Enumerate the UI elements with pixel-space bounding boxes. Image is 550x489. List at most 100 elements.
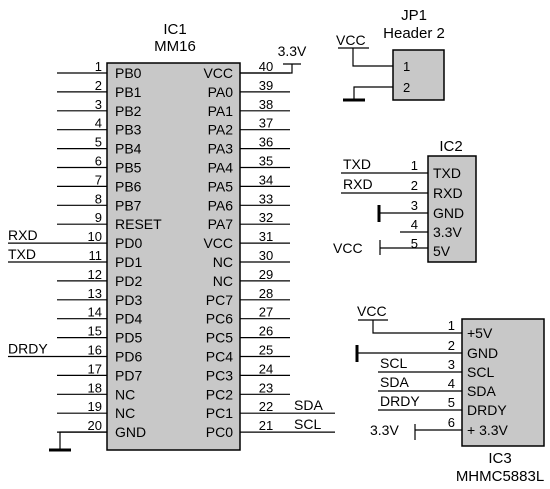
ic1-pin-4-name: PB3	[115, 122, 142, 138]
ic3-net-label-drdy: DRDY	[380, 393, 420, 409]
net-label-txd: TXD	[8, 246, 36, 262]
net-label-3v3-supply: 3.3V	[278, 43, 307, 59]
ic1-pin-11-number: 11	[89, 248, 103, 263]
ic1-pin-16-name: PD6	[115, 349, 142, 365]
ic1-pin-26-number: 26	[259, 324, 273, 339]
ic1-pin-8-number: 8	[95, 191, 102, 206]
ic2-net-label-vcc: VCC	[333, 240, 363, 256]
net-label-drdy: DRDY	[8, 341, 48, 357]
ic1-pin-31-name: VCC	[203, 235, 233, 251]
ic3-pin-5-number: 5	[448, 395, 455, 410]
ic2-pin-1-name: TXD	[433, 165, 461, 181]
ic1-pin-9-number: 9	[95, 210, 102, 225]
ic1-pin-37-number: 37	[259, 116, 273, 131]
ic1-pin-12-name: PD2	[115, 273, 142, 289]
ic1-pin-17-number: 17	[88, 361, 102, 376]
jp1-body	[392, 49, 445, 101]
ic2-body	[427, 155, 477, 263]
ic1-pin-26-name: PC5	[206, 330, 233, 346]
ic1-pin-38-number: 38	[259, 97, 273, 112]
ic1-pin-16-number: 16	[88, 343, 102, 358]
ic1-pin-28-name: PC7	[206, 292, 233, 308]
ic3-vcc-wire	[372, 320, 462, 334]
ic1-pin-5-name: PB4	[115, 141, 142, 157]
ic3-net-label-3v3: 3.3V	[370, 422, 399, 438]
ic1-pin-22-number: 22	[259, 399, 273, 414]
ic1-pin-18-number: 18	[88, 380, 102, 395]
ic1-pin-24-number: 24	[259, 361, 273, 376]
ic1-pin-33-number: 33	[259, 191, 273, 206]
ic1-pin-21-number: 21	[259, 418, 273, 433]
ic1-pin-15-name: PD5	[115, 330, 142, 346]
ic3-part: MHMC5883L	[456, 468, 544, 485]
ic1-pin-10-number: 10	[88, 229, 102, 244]
ic1-pin-25-name: PC4	[206, 349, 233, 365]
ic3-pin-2-name: GND	[467, 345, 498, 361]
ic3-pin-3-name: SCL	[467, 364, 494, 380]
ic1-vcc-supply-wire	[240, 64, 293, 74]
ic1-pin-28-number: 28	[259, 286, 273, 301]
ic1-pin-35-number: 35	[259, 154, 273, 169]
ic1-pin-32-name: PA7	[208, 216, 234, 232]
jp1-pin-2-number: 2	[403, 80, 410, 95]
ic2-ref: IC2	[439, 138, 462, 155]
ic1-pin-23-name: PC2	[206, 386, 233, 402]
ic1-pin-10-name: PD0	[115, 235, 142, 251]
ic1-pin-20-number: 20	[88, 418, 102, 433]
ic1-right-pins: 40VCC3.3V39PA038PA137PA236PA335PA434PA53…	[203, 43, 335, 440]
ic1-ref: IC1	[163, 21, 186, 38]
ic1-pin-14-number: 14	[88, 305, 102, 320]
ic1-pin-38-name: PA1	[208, 103, 234, 119]
ic1-pin-2-name: PB1	[115, 84, 142, 100]
ic1-pin-29-name: NC	[213, 273, 233, 289]
ic3-pin-6-number: 6	[448, 415, 455, 430]
ic3-pin-1-number: 1	[448, 318, 455, 333]
ic3-pin-4-number: 4	[448, 376, 455, 391]
ic1-pin-18-name: NC	[115, 386, 135, 402]
ic2-pin-2-number: 2	[411, 178, 418, 193]
ic2-pin-3-name: GND	[433, 205, 464, 221]
jp1-vcc-label: VCC	[336, 32, 366, 48]
ic1-pin-40-number: 40	[259, 59, 273, 74]
ic3-pin-6-name: + 3.3V	[467, 422, 509, 438]
ic1-pin-7-number: 7	[95, 172, 102, 187]
ic1-pin-36-number: 36	[259, 135, 273, 150]
jp1-pin2-wire	[353, 86, 393, 99]
ic2-net-label-rxd: RXD	[343, 176, 373, 192]
ic1-pin-11-name: PD1	[115, 254, 142, 270]
ic1-body	[106, 62, 241, 451]
ic2-pin-3-number: 3	[411, 198, 418, 213]
ic1-pin-5-number: 5	[95, 135, 102, 150]
ic1-pin-13-number: 13	[88, 286, 102, 301]
ic2-pin-1-number: 1	[411, 158, 418, 173]
jp1-pin1-wire	[352, 48, 393, 67]
jp1-part: Header 2	[383, 25, 445, 42]
ic1-pin-31-number: 31	[259, 229, 273, 244]
ic1-pin-29-number: 29	[259, 267, 273, 282]
ic1-pin-19-name: NC	[115, 405, 135, 421]
ic3-pin-4-name: SDA	[467, 383, 496, 399]
ic1-pin-30-name: NC	[213, 254, 233, 270]
net-label-sda: SDA	[294, 397, 323, 413]
ic2-net-label-txd: TXD	[343, 156, 371, 172]
ic3-body	[461, 318, 545, 447]
ic1-pin-13-name: PD3	[115, 292, 142, 308]
ic1-pin-40-name: VCC	[203, 65, 233, 81]
net-label-scl: SCL	[294, 416, 321, 432]
ic1-pin-24-name: PC3	[206, 367, 233, 383]
ic3-pin-1-name: +5V	[467, 325, 493, 341]
ic1-pin-2-number: 2	[95, 78, 102, 93]
ic1-pin-30-number: 30	[259, 248, 273, 263]
ic1-pin-39-name: PA0	[208, 84, 234, 100]
ic1-pin-23-number: 23	[259, 380, 273, 395]
ic3-net-label-scl: SCL	[380, 355, 407, 371]
ic1-pin-39-number: 39	[259, 78, 273, 93]
ic3-net-label-sda: SDA	[380, 374, 409, 390]
ic1-pin-12-number: 12	[88, 267, 102, 282]
ic1-pin-3-name: PB2	[115, 103, 142, 119]
ic1-pin-22-name: PC1	[206, 405, 233, 421]
ic1-pin-6-name: PB5	[115, 160, 142, 176]
